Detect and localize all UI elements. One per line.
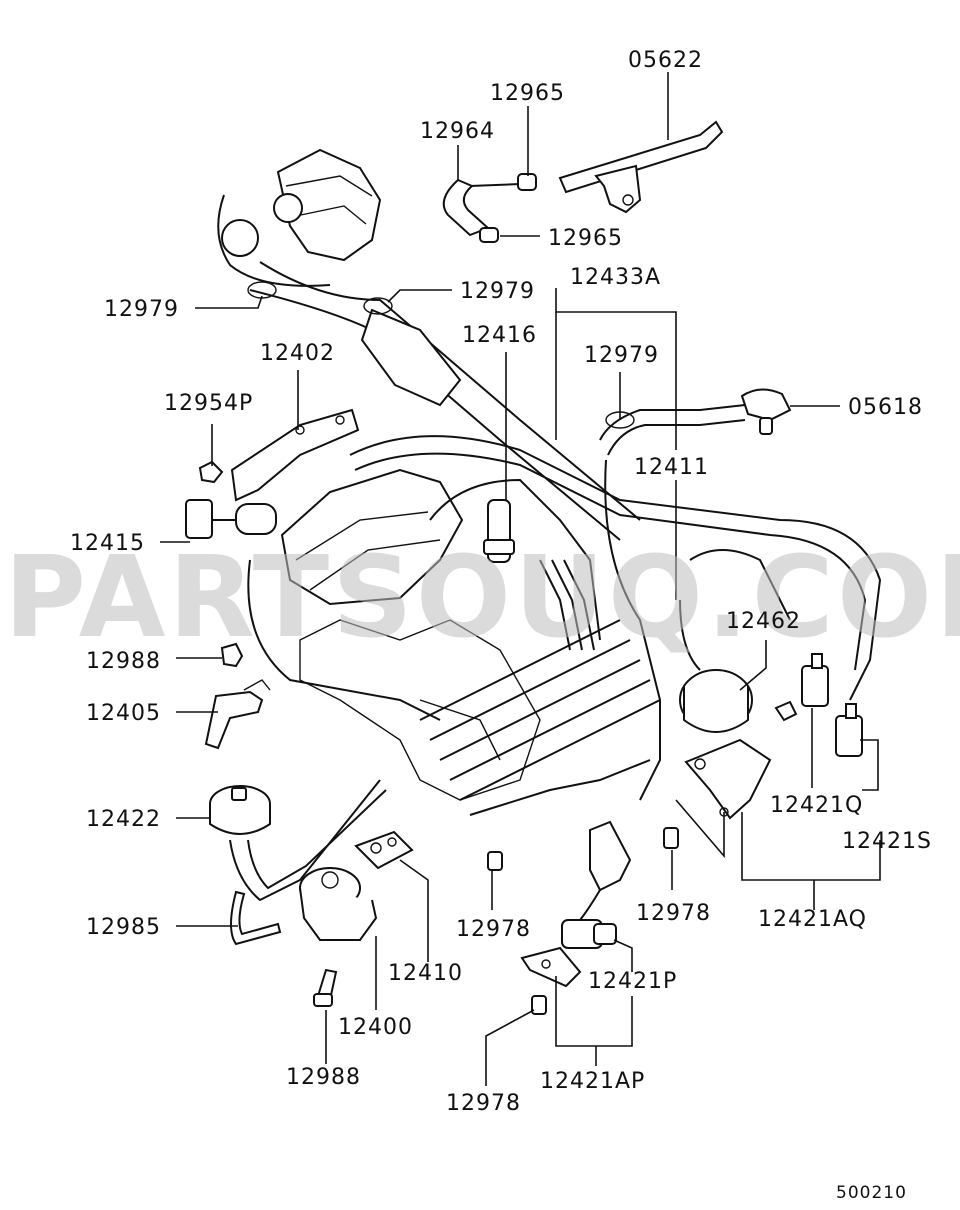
label-12979-center: 12979 xyxy=(460,279,535,304)
label-12954P: 12954P xyxy=(164,391,253,416)
bolt-12978-right xyxy=(663,700,798,849)
leader-lines xyxy=(160,72,881,1086)
label-12421P: 12421P xyxy=(588,969,677,994)
hose-12985 xyxy=(230,890,282,946)
label-12421S: 12421S xyxy=(842,829,932,854)
label-12978-lower: 12978 xyxy=(446,1091,521,1116)
parts-drawing xyxy=(185,120,882,1015)
watermark: PARTSOUQ.COM xyxy=(4,533,960,663)
label-12421Q: 12421Q xyxy=(770,793,863,818)
label-12433A: 12433A xyxy=(570,265,661,290)
label-12402: 12402 xyxy=(260,341,335,366)
solenoid-12421Q xyxy=(801,653,829,707)
label-12411: 12411 xyxy=(634,455,709,480)
label-12462: 12462 xyxy=(726,609,801,634)
hose-12964 xyxy=(442,178,521,237)
label-12421AQ: 12421AQ xyxy=(758,907,867,932)
label-05618: 05618 xyxy=(848,395,923,420)
label-12988-upper: 12988 xyxy=(86,649,161,674)
connector-12415 xyxy=(185,499,277,539)
bolt-12988-upper xyxy=(220,642,244,668)
label-12405: 12405 xyxy=(86,701,161,726)
solenoid-12421P xyxy=(561,820,632,949)
part-labels: 05622 12965 12964 12965 12979 12979 1243… xyxy=(70,48,932,1116)
sensor-05618 xyxy=(740,388,792,435)
canister-12462 xyxy=(679,669,753,733)
bolt-12954P xyxy=(198,460,224,484)
label-12978-right: 12978 xyxy=(636,901,711,926)
throttle-body-assembly xyxy=(217,148,382,287)
label-12979-left: 12979 xyxy=(104,297,179,322)
valve-12400 xyxy=(299,867,378,941)
bracket-12421AP xyxy=(520,946,582,988)
label-12965-top: 12965 xyxy=(490,81,565,106)
clip-12965 xyxy=(479,173,537,243)
label-05622: 05622 xyxy=(628,48,703,73)
label-12421AP: 12421AP xyxy=(540,1069,645,1094)
label-12415: 12415 xyxy=(70,531,145,556)
label-12988-lower: 12988 xyxy=(286,1065,361,1090)
bracket-12402 xyxy=(230,408,360,502)
label-12985: 12985 xyxy=(86,915,161,940)
label-12400: 12400 xyxy=(338,1015,413,1040)
gasket-12410 xyxy=(354,830,414,870)
bracket-12405 xyxy=(204,679,271,750)
solenoid-12421S xyxy=(835,703,863,757)
reference-number: 500210 xyxy=(836,1183,907,1203)
pipe-05622 xyxy=(558,120,724,214)
label-12978-middle: 12978 xyxy=(456,917,531,942)
engine-block xyxy=(280,468,541,801)
vacuum-tank-12422 xyxy=(209,779,387,902)
label-12965-lower: 12965 xyxy=(548,226,623,251)
label-12979-right: 12979 xyxy=(584,343,659,368)
label-12964: 12964 xyxy=(420,119,495,144)
label-12422: 12422 xyxy=(86,807,161,832)
vacuum-harness xyxy=(247,404,882,816)
label-12416: 12416 xyxy=(462,323,537,348)
bracket-12421AQ xyxy=(684,738,772,820)
label-12410: 12410 xyxy=(388,961,463,986)
sensor-12416 xyxy=(483,499,515,563)
bolt-12988-lower xyxy=(313,968,338,1007)
bolt-12978-middle xyxy=(487,851,547,1015)
